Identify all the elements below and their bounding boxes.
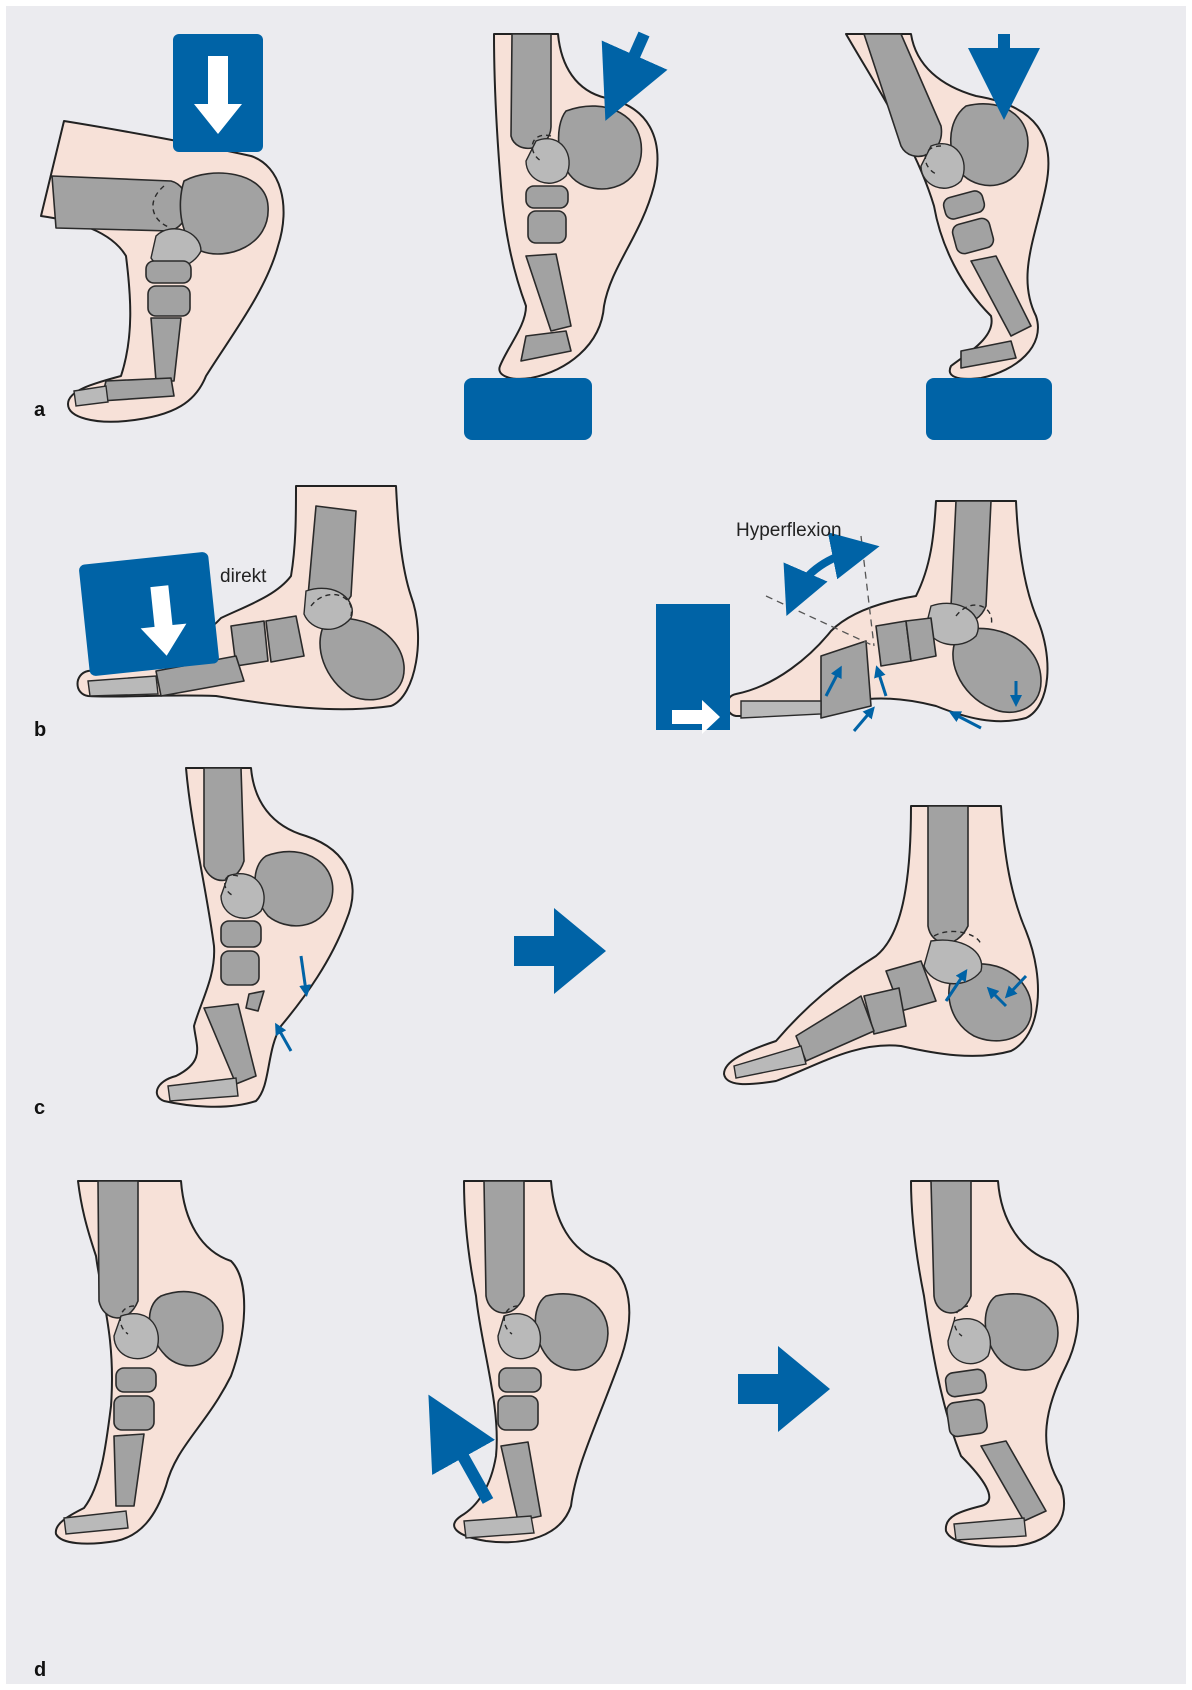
foot-c1 [157, 768, 353, 1107]
panel-label-a: a [34, 399, 46, 421]
label-direct: direkt [220, 566, 267, 587]
panel-label-b: b [34, 719, 46, 741]
sequence-arrow-icon [514, 908, 606, 994]
panel-label-d: d [34, 1659, 46, 1681]
foot-a2 [494, 34, 657, 379]
panel-d: d [34, 1181, 1078, 1681]
floor-block-a2 [464, 378, 592, 440]
sequence-arrow-icon [738, 1346, 830, 1432]
foot-d1 [56, 1181, 244, 1544]
panel-a: a [34, 34, 1052, 440]
foot-c2 [724, 806, 1038, 1084]
curved-double-arrow [796, 551, 856, 594]
small-arrow [278, 1028, 291, 1051]
label-hyperflexion: Hyperflexion [736, 520, 842, 541]
panel-label-c: c [34, 1097, 45, 1119]
small-arrow [854, 711, 871, 731]
force-block-b2 [656, 604, 730, 734]
force-block-a1 [173, 34, 263, 152]
force-arrow-a2 [620, 34, 644, 88]
foot-injury-mechanisms-diagram: a direkt [6, 6, 1186, 1684]
figure-area: a direkt [6, 6, 1186, 1684]
foot-d3 [911, 1181, 1078, 1546]
foot-a1 [41, 121, 284, 422]
panel-c: c [34, 768, 1038, 1119]
foot-a3 [846, 34, 1048, 379]
panel-b: direkt Hyperflexion b [34, 486, 1047, 741]
floor-block-a3 [926, 378, 1052, 440]
force-block-b1 [79, 552, 220, 677]
force-arrow-d2 [446, 1426, 488, 1501]
